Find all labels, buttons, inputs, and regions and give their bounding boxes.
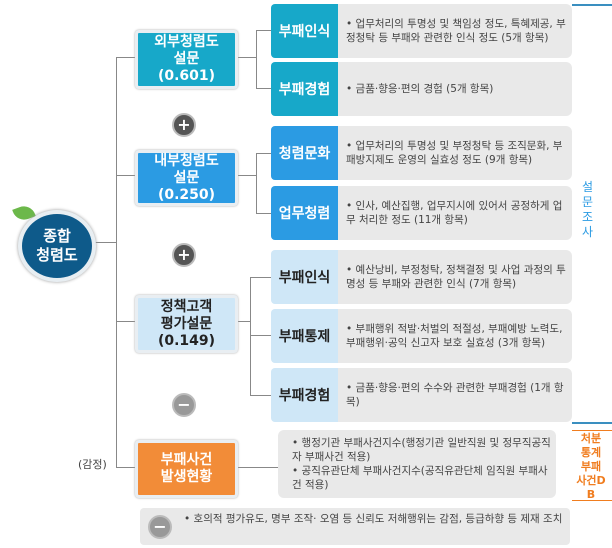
minus-icon: − <box>172 393 196 417</box>
note-text: • 호의적 평가유도, 명부 조작· 오염 등 신뢰도 저해행위는 감점, 등급… <box>184 513 563 525</box>
item-label: 부패인식 <box>271 4 338 58</box>
connector <box>88 242 116 243</box>
db-side-label: 처분통계 부패사건DB <box>576 432 606 501</box>
connector <box>116 321 135 322</box>
plus-icon: + <box>172 243 196 267</box>
item-label: 부패경험 <box>271 62 338 116</box>
connector <box>116 467 135 468</box>
deduction-label: (감정) <box>78 458 107 471</box>
connector <box>116 57 135 58</box>
item-desc: • 금품·향응·편의 수수와 관련한 부패경험 (1개 항목) <box>338 368 572 422</box>
item-desc: • 업무처리의 투명성 및 부정청탁 등 조직문화, 부패방지제도 운영의 실효… <box>338 126 572 180</box>
item-desc: • 업무처리의 투명성 및 책임성 정도, 특혜제공, 부정청탁 등 부패와 관… <box>338 4 572 58</box>
item-label: 업무청렴 <box>271 186 338 240</box>
item-label: 부패경험 <box>271 368 338 422</box>
item-desc: • 예산낭비, 부정청탁, 정책결정 및 사업 과정의 투명성 등 부패와 관련… <box>338 250 572 304</box>
plus-icon: + <box>172 113 196 137</box>
survey-side-label: 설문조사 <box>582 180 594 239</box>
connector <box>116 57 117 467</box>
minus-icon: − <box>148 515 172 539</box>
item-label: 부패통제 <box>271 309 338 363</box>
item-desc: • 금품·향응·편의 경험 (5개 항목) <box>338 62 572 116</box>
connector <box>116 175 135 176</box>
item-desc: • 부패행위 적발·처벌의 적절성, 부패예방 노력도, 부패행위·공익 신고자… <box>338 309 572 363</box>
incident-desc: • 행정기관 부패사건지수(행정기관 일반직원 및 정무직공직자 부패사건 적용… <box>278 430 556 498</box>
item-desc: • 인사, 예산집행, 업무지시에 있어서 공정하게 업무 처리한 정도 (11… <box>338 186 572 240</box>
item-label: 청렴문화 <box>271 126 338 180</box>
note-box: − • 호의적 평가유도, 명부 조작· 오염 등 신뢰도 저해행위는 감점, … <box>140 508 570 545</box>
item-label: 부패인식 <box>271 250 338 304</box>
